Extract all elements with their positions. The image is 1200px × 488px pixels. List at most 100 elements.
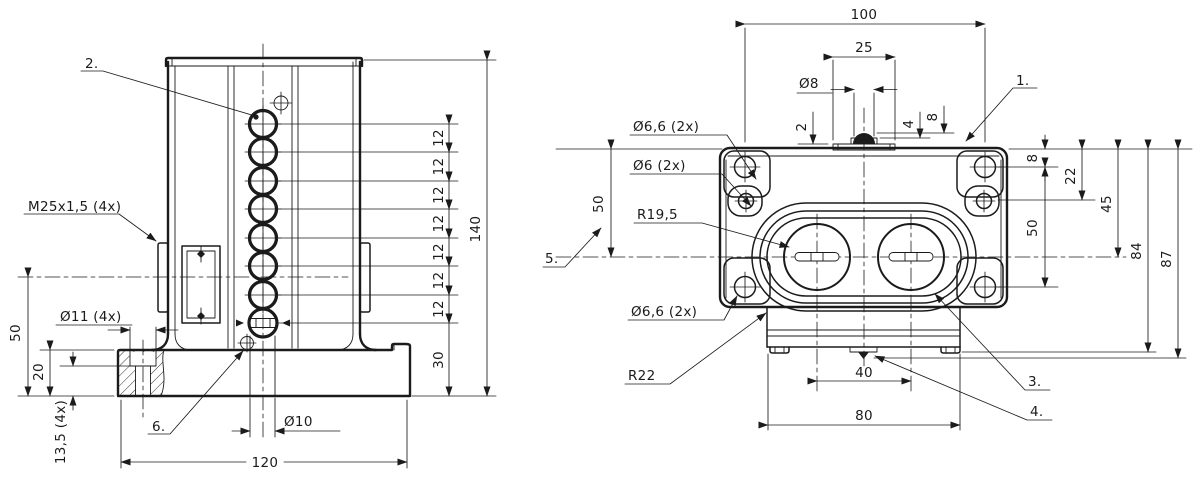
dim-87-label: 87 <box>1159 250 1175 268</box>
dim-12-label: 12 <box>431 243 447 261</box>
dim-13-5: 13,5 (4x) <box>53 351 131 464</box>
dim-40: 40 <box>807 365 912 385</box>
dim-100: 100 <box>735 7 986 143</box>
mounting-hole-top-left <box>729 151 761 183</box>
dim-50-front: 50 <box>8 267 115 397</box>
terminal-holes <box>236 91 293 353</box>
callout-5-label: 5. <box>545 251 558 267</box>
dim-d10: Ø10 <box>231 397 341 438</box>
dim-pitch-12-chain: 12 12 12 12 12 12 12 <box>277 114 459 324</box>
dim-45-label: 45 <box>1099 195 1115 213</box>
dim-d8: Ø8 <box>796 76 898 137</box>
dim-45: 45 <box>1099 139 1122 258</box>
dim-20: 20 <box>31 340 115 397</box>
obround-boss <box>751 202 977 312</box>
dome-icon <box>853 133 875 144</box>
dim-140: 140 <box>363 50 497 397</box>
dim-2-label: 2 <box>794 123 810 132</box>
section-hatch <box>118 350 164 396</box>
mounting-hole-bottom-right <box>969 271 1001 303</box>
dim-84: 84 <box>1129 139 1152 353</box>
cable-gland-boss-right <box>359 242 371 313</box>
callout-m25-label: M25x1,5 (4x) <box>28 199 121 215</box>
dim-12-label: 12 <box>431 186 447 204</box>
callout-d6: Ø6 (2x) <box>629 158 752 207</box>
dim-12-label: 12 <box>431 129 447 147</box>
gland-plate <box>181 245 221 325</box>
callout-4-label: 4. <box>1030 404 1043 420</box>
front-view: 12 12 12 12 12 12 12 30 140 50 <box>8 43 497 471</box>
callout-1-label: 1. <box>1016 73 1029 89</box>
dim-12-label: 12 <box>431 272 447 290</box>
front-body-outline <box>150 56 378 352</box>
dim-30-label: 30 <box>431 351 447 369</box>
dim-13-5-label: 13,5 (4x) <box>53 400 69 464</box>
callout-item2: 2. <box>80 56 259 120</box>
dim-30: 30 <box>431 313 453 397</box>
cable-gland-boss-left <box>157 242 169 313</box>
pilot-hole-right <box>972 189 996 213</box>
dim-12-label: 12 <box>431 158 447 176</box>
dim-50-right: 50 <box>1025 157 1049 288</box>
callout-item3: 3. <box>934 293 1051 391</box>
callout-d66-bottom: Ø6,6 (2x) <box>627 295 738 321</box>
top-view: 100 25 Ø8 2 4 8 <box>542 7 1193 431</box>
dim-84-label: 84 <box>1129 242 1145 260</box>
callout-r22: R22 <box>624 312 767 385</box>
dim-25-label: 25 <box>855 40 873 56</box>
callout-d10-label: Ø10 <box>284 414 313 430</box>
dim-120-label: 120 <box>252 455 279 471</box>
callout-d66-bottom-label: Ø6,6 (2x) <box>631 304 697 320</box>
callout-m25: M25x1,5 (4x) <box>23 199 157 242</box>
callout-d6-label: Ø6 (2x) <box>633 158 686 174</box>
dim-80: 80 <box>758 353 961 431</box>
callout-r22-label: R22 <box>628 368 655 384</box>
callout-r19-5-label: R19,5 <box>637 207 678 223</box>
dim-22: 22 <box>1063 139 1086 201</box>
foot-right <box>940 346 961 354</box>
position-marker-hole <box>269 91 293 115</box>
dim-80-label: 80 <box>855 408 873 424</box>
base-flange <box>116 335 412 419</box>
dim-50-left-label: 50 <box>591 195 607 213</box>
dim-50-label: 50 <box>8 324 24 342</box>
callout-item1: 1. <box>965 73 1038 142</box>
dim-120: 120 <box>120 399 408 471</box>
dim-8-height: 8 <box>876 105 955 134</box>
top-dome-button <box>832 133 896 151</box>
callout-d11-label: Ø11 (4x) <box>60 309 122 325</box>
callout-d8-label: Ø8 <box>799 76 819 92</box>
gland-opening-right <box>877 223 945 291</box>
callout-r19-5: R19,5 <box>633 207 790 248</box>
top-body-outline <box>718 146 1009 309</box>
callout-6-label: 6. <box>152 419 165 435</box>
lower-section <box>766 306 961 359</box>
dim-12-label: 12 <box>431 300 447 318</box>
small-pilot-hole <box>237 333 257 353</box>
dim-87: 87 <box>1159 139 1182 359</box>
dim-20-label: 20 <box>31 363 47 381</box>
drain-point <box>849 346 878 359</box>
mounting-tabs <box>723 150 1004 305</box>
dim-22-label: 22 <box>1063 167 1079 185</box>
callout-item4: 4. <box>874 355 1053 421</box>
right-side-dimensions: 8 22 50 45 84 87 <box>873 134 1193 359</box>
callout-3-label: 3. <box>1028 374 1041 390</box>
foot-left <box>769 346 790 354</box>
break-line <box>160 349 165 397</box>
dim-2: 2 <box>794 111 829 145</box>
callout-d66-top-label: Ø6,6 (2x) <box>633 119 699 135</box>
dim-25: 25 <box>823 40 896 141</box>
dim-50-left: 50 <box>555 139 723 258</box>
callout-2-label: 2. <box>85 56 98 72</box>
dim-140-label: 140 <box>468 216 484 243</box>
dim-8-edge: 8 <box>1025 134 1049 182</box>
mounting-hole-bottom-left <box>729 271 761 303</box>
dim-40-label: 40 <box>855 365 873 381</box>
mounting-hole-top-right <box>969 151 1001 183</box>
callout-d66-top: Ø6,6 (2x) <box>629 119 757 180</box>
dim-8-height-label: 8 <box>925 113 941 122</box>
dim-50-right-label: 50 <box>1025 219 1041 237</box>
